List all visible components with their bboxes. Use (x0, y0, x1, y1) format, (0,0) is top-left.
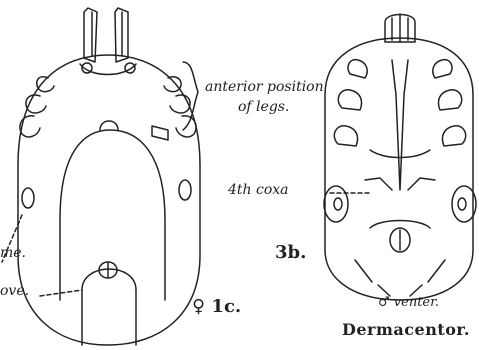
figure-3b-tick-outline (324, 14, 476, 300)
venter-label: ♂ venter. (378, 296, 439, 309)
me-label: me. (0, 246, 26, 260)
figure-1c-tick-outline (18, 8, 200, 345)
anterior-position-label-line1: anterior position (205, 80, 324, 94)
anterior-position-label-line2: of legs. (238, 100, 289, 114)
figure-3b-label: 3b. (275, 244, 306, 262)
genus-label: Dermacentor. (342, 322, 470, 338)
figure-1c-label: ♀ 1c. (192, 298, 241, 316)
groove-label: ove. (0, 284, 29, 298)
coxa-label: 4th coxa (228, 183, 289, 197)
